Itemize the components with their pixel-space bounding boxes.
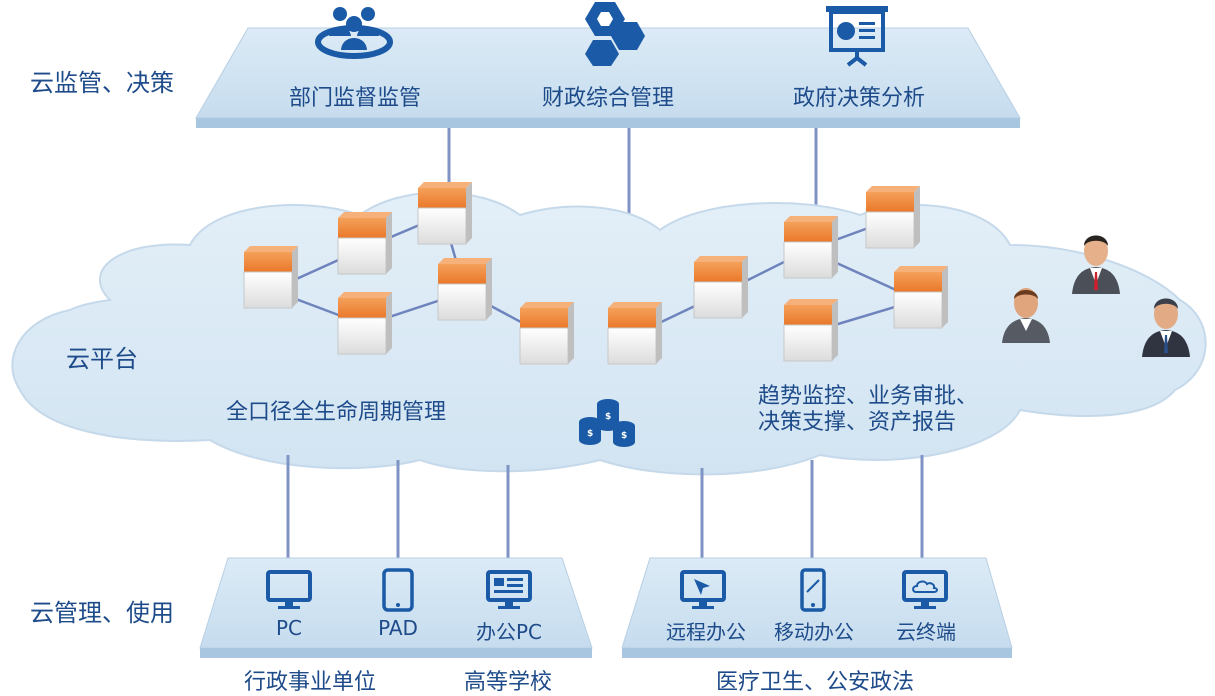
- mobile-phone-icon: [800, 568, 826, 612]
- server-node: [243, 246, 298, 309]
- hexagon-cubes-icon: [585, 2, 645, 66]
- layer-label-bottom: 云管理、使用: [30, 599, 174, 627]
- caption-health-security: 医疗卫生、公安政法: [715, 670, 914, 695]
- person-avatar: [1142, 298, 1190, 357]
- cloud-terminal-icon: [902, 570, 948, 609]
- bottom-right-panel: [621, 557, 1013, 658]
- device-label: PAD: [378, 616, 418, 640]
- remote-monitor-icon: [680, 570, 726, 609]
- server-node: [893, 266, 948, 329]
- server-node: [437, 258, 492, 321]
- server-node: [783, 299, 838, 362]
- top-panel: [195, 27, 1021, 128]
- server-node: [783, 216, 838, 279]
- presentation-board-icon: [826, 6, 888, 67]
- layer-label-top: 云监管、决策: [30, 69, 174, 97]
- caption-admin-units: 行政事业单位: [243, 670, 376, 695]
- server-node: [693, 256, 748, 319]
- device-label: PC: [275, 616, 303, 640]
- svg-text:$: $: [587, 429, 593, 439]
- svg-text:$: $: [605, 412, 611, 422]
- top-item-label: 部门监督监管: [288, 86, 421, 111]
- caption-universities: 高等学校: [463, 670, 552, 695]
- tablet-icon: [382, 568, 414, 612]
- server-nodes: [243, 182, 948, 365]
- person-avatar: [1072, 235, 1120, 294]
- meeting-people-icon: [315, 7, 393, 59]
- office-monitor-icon: [486, 570, 532, 609]
- layer-label-middle: 云平台: [66, 345, 138, 373]
- monitor-icon: [266, 570, 312, 609]
- cloud-left-text: 全口径全生命周期管理: [226, 400, 447, 425]
- device-label: 云终端: [896, 620, 956, 644]
- top-item-label: 政府决策分析: [792, 86, 925, 111]
- server-node: [417, 182, 472, 245]
- server-node: [337, 292, 392, 355]
- server-node: [337, 212, 392, 275]
- top-item-label: 财政综合管理: [541, 86, 674, 111]
- device-label: 办公PC: [475, 620, 543, 644]
- device-label: 远程办公: [666, 620, 746, 644]
- cloud-right-text-line2: 决策支撑、资产报告: [758, 410, 957, 435]
- bottom-connectors: [286, 455, 924, 560]
- coin-stacks-icon: $ $ $: [579, 399, 635, 447]
- svg-text:$: $: [621, 431, 627, 441]
- device-label: 移动办公: [774, 620, 854, 644]
- server-node: [865, 186, 920, 249]
- person-avatar: [1002, 288, 1050, 343]
- cloud-right-text-line1: 趋势监控、业务审批、: [758, 384, 979, 409]
- server-node: [519, 302, 574, 365]
- server-node: [607, 302, 662, 365]
